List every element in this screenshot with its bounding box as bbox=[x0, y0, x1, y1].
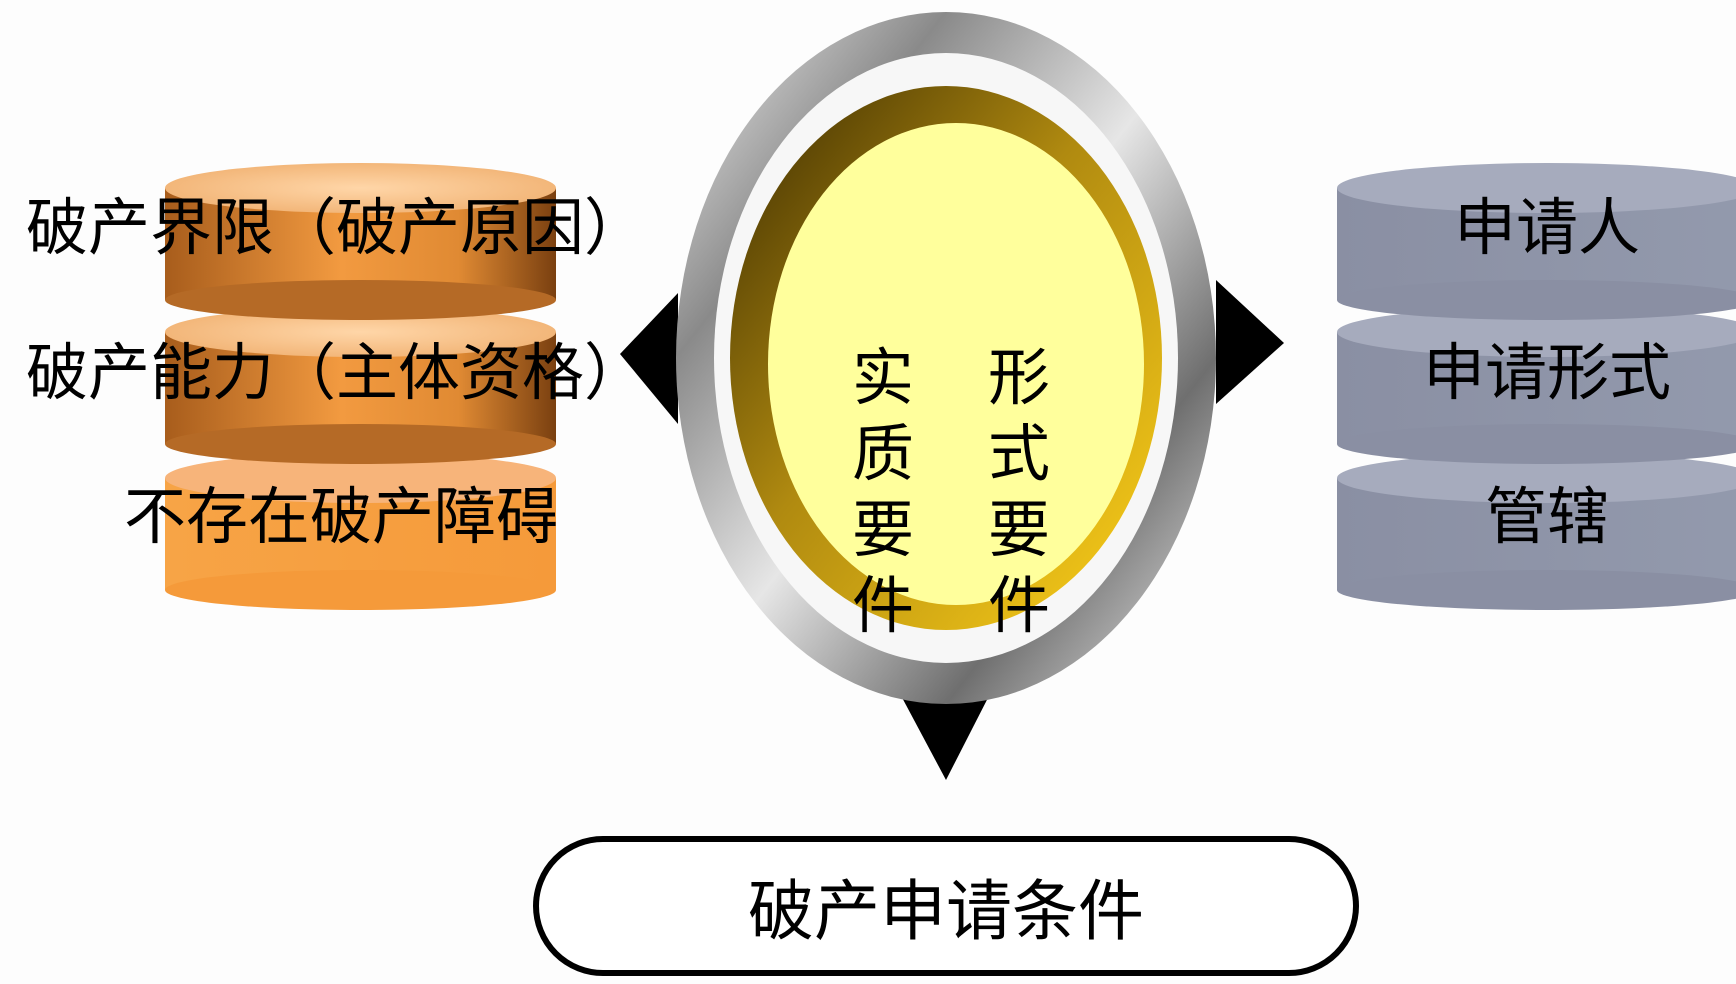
title-box bbox=[533, 836, 1359, 976]
left-arrow bbox=[620, 293, 678, 424]
right-arrow bbox=[1216, 280, 1284, 404]
inner-ellipse bbox=[768, 123, 1144, 605]
center-ring bbox=[676, 12, 1216, 704]
right-label-jurisdiction: 管辖 bbox=[1484, 480, 1609, 553]
left-label-bankruptcy-threshold: 破产界限（破产原因） bbox=[26, 191, 647, 264]
left-cylinder-2 bbox=[165, 307, 556, 464]
right-cylinder-1 bbox=[1337, 163, 1736, 320]
substantive-requirements-label: 实质要件 bbox=[851, 341, 914, 642]
right-label-applicant: 申请人 bbox=[1453, 191, 1640, 264]
left-stack bbox=[165, 163, 556, 610]
diagram-title: 破产申请条件 bbox=[748, 873, 1144, 950]
left-label-bankruptcy-capacity: 破产能力（主体资格） bbox=[26, 336, 647, 409]
left-label-no-bankruptcy-obstacle: 不存在破产障碍 bbox=[124, 480, 559, 553]
left-cylinder-3 bbox=[165, 453, 556, 610]
left-cylinder-1 bbox=[165, 163, 556, 320]
formal-requirements-label: 形式要件 bbox=[987, 341, 1050, 642]
right-stack bbox=[1337, 163, 1736, 610]
down-arrow bbox=[898, 690, 992, 780]
right-cylinder-2 bbox=[1337, 307, 1736, 464]
right-label-application-form: 申请形式 bbox=[1422, 336, 1671, 409]
right-cylinder-3 bbox=[1337, 453, 1736, 610]
